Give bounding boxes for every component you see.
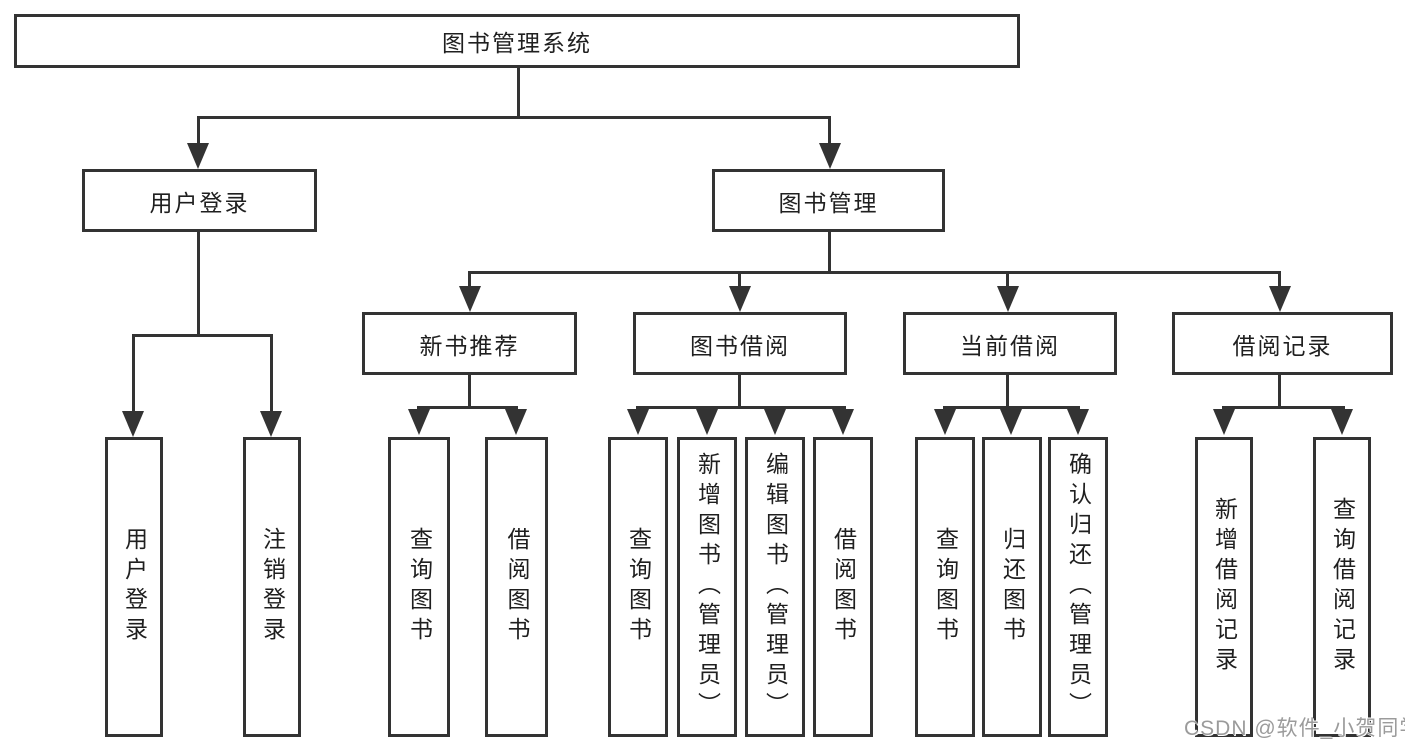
connector-line [270, 334, 273, 414]
node-new-book-recommendation: 新书推荐 [362, 312, 577, 375]
leaf-confirm-return-admin: 确认归还（管理员） [1048, 437, 1108, 737]
node-label: 图书借阅 [690, 332, 790, 359]
leaf-label: 查询图书 [932, 527, 959, 647]
node-label: 图书管理 [778, 189, 879, 216]
arrowhead-down-icon [997, 286, 1019, 312]
leaf-return-books: 归还图书 [982, 437, 1042, 737]
arrowhead-down-icon [459, 286, 481, 312]
connector-line [828, 230, 831, 274]
connector-line [468, 271, 471, 289]
leaf-label: 确认归还（管理员） [1065, 452, 1092, 722]
leaf-label: 查询图书 [625, 527, 652, 647]
leaf-label: 新增图书（管理员） [694, 452, 721, 722]
node-library-management-system: 图书管理系统 [14, 14, 1020, 68]
arrowhead-down-icon [1067, 409, 1089, 435]
leaf-borrow-books-recommend: 借阅图书 [485, 437, 548, 737]
arrowhead-down-icon [1213, 409, 1235, 435]
arrowhead-down-icon [696, 409, 718, 435]
connector-line [197, 230, 200, 336]
arrowhead-down-icon [764, 409, 786, 435]
arrowhead-down-icon [819, 143, 841, 169]
node-current-borrowing: 当前借阅 [903, 312, 1117, 375]
arrowhead-down-icon [1000, 409, 1022, 435]
leaf-label: 借阅图书 [504, 527, 530, 647]
connector-line [1006, 373, 1009, 409]
arrowhead-down-icon [1269, 286, 1291, 312]
arrowhead-down-icon [187, 143, 209, 169]
leaf-user-login: 用户登录 [105, 437, 163, 737]
arrowhead-down-icon [934, 409, 956, 435]
node-user-login: 用户登录 [82, 169, 317, 232]
leaf-logout: 注销登录 [243, 437, 301, 737]
connector-line [468, 271, 1281, 274]
leaf-label: 查询图书 [406, 527, 433, 647]
node-borrowing-records: 借阅记录 [1172, 312, 1393, 375]
arrowhead-down-icon [627, 409, 649, 435]
leaf-query-books-borrowing: 查询图书 [608, 437, 668, 737]
connector-line [1222, 406, 1345, 409]
connector-line [738, 373, 741, 409]
leaf-label: 归还图书 [999, 527, 1026, 647]
connector-line [417, 406, 518, 409]
connector-line [738, 271, 741, 289]
leaf-query-books-recommend: 查询图书 [388, 437, 450, 737]
node-book-management: 图书管理 [712, 169, 945, 232]
arrowhead-down-icon [832, 409, 854, 435]
connector-line [197, 116, 831, 119]
connector-line [132, 334, 135, 414]
leaf-label: 新增借阅记录 [1211, 497, 1238, 677]
connector-line [517, 66, 520, 118]
leaf-add-books-admin: 新增图书（管理员） [677, 437, 737, 737]
leaf-label: 用户登录 [121, 527, 148, 647]
arrowhead-down-icon [260, 411, 282, 437]
arrowhead-down-icon [1331, 409, 1353, 435]
connector-line [132, 334, 273, 337]
connector-line [1278, 271, 1281, 289]
node-label: 用户登录 [149, 189, 250, 216]
leaf-edit-books-admin: 编辑图书（管理员） [745, 437, 805, 737]
leaf-query-borrow-record: 查询借阅记录 [1313, 437, 1371, 737]
connector-line [1278, 373, 1281, 409]
arrowhead-down-icon [505, 409, 527, 435]
leaf-borrow-books: 借阅图书 [813, 437, 873, 737]
connector-line [197, 116, 200, 148]
leaf-label: 编辑图书（管理员） [762, 452, 789, 722]
leaf-label: 注销登录 [259, 527, 286, 647]
connector-line [636, 406, 846, 409]
leaf-label: 借阅图书 [830, 527, 857, 647]
leaf-query-books-current: 查询图书 [915, 437, 975, 737]
connector-line [943, 406, 1080, 409]
csdn-watermark: CSDN @软件_小贺同学 [1184, 717, 1405, 740]
connector-line [1006, 271, 1009, 289]
arrowhead-down-icon [122, 411, 144, 437]
leaf-label: 查询借阅记录 [1329, 497, 1356, 677]
node-label: 借阅记录 [1232, 332, 1333, 359]
node-label: 新书推荐 [419, 332, 520, 359]
leaf-add-borrow-record: 新增借阅记录 [1195, 437, 1253, 737]
connector-line [468, 373, 471, 409]
connector-line [828, 116, 831, 148]
arrowhead-down-icon [729, 286, 751, 312]
arrowhead-down-icon [408, 409, 430, 435]
node-book-borrowing: 图书借阅 [633, 312, 847, 375]
node-label: 当前借阅 [960, 332, 1060, 359]
node-label: 图书管理系统 [442, 30, 592, 56]
